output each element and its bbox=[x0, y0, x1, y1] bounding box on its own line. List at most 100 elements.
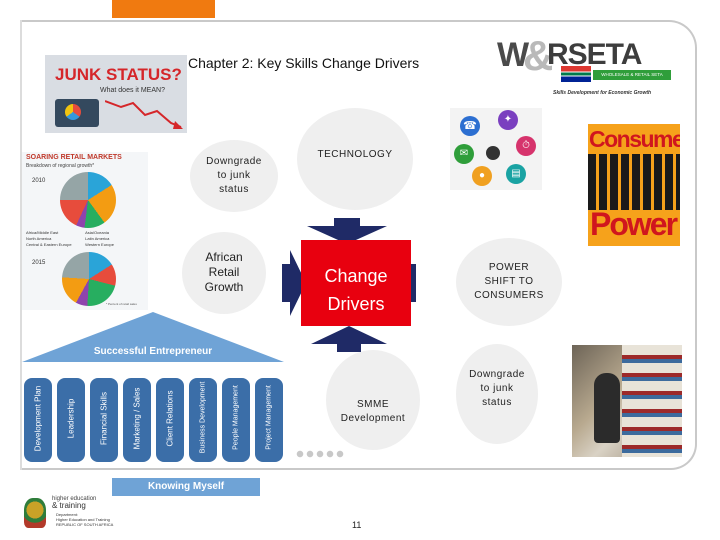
bubble-downgrade-right: Downgrade to junk status bbox=[456, 344, 538, 444]
warseta-logo-amp: & bbox=[523, 32, 554, 79]
retail-markets-image: SOARING RETAIL MARKETS Breakdown of regi… bbox=[22, 152, 148, 310]
retail-pie-bottom bbox=[62, 252, 116, 306]
phone-icon: ☎ bbox=[460, 116, 480, 136]
bubble-power-shift: POWER SHIFT TO CONSUMERS bbox=[456, 238, 562, 326]
bubble-smme: SMME Development bbox=[326, 350, 420, 450]
pillar bbox=[57, 378, 85, 462]
warseta-logo: W & RSETA WHOLESALE & RETAIL SETA Skills… bbox=[495, 32, 675, 100]
down-trend-icon bbox=[105, 100, 183, 129]
bubble-downgrade-top: Downgrade to junk status bbox=[190, 140, 278, 212]
decorative-dots bbox=[296, 450, 344, 458]
social-media-image: ☎ ✦ ⏱ ✉ ● ▤ bbox=[450, 108, 542, 190]
retail-year-bottom: 2015 bbox=[32, 260, 46, 266]
bubble-text-line: SMME bbox=[356, 399, 389, 410]
junk-status-title: JUNK STATUS? bbox=[55, 65, 182, 84]
change-drivers-label: Change Drivers bbox=[301, 262, 411, 318]
pillar bbox=[189, 378, 217, 462]
pillar-label: Marketing / Sales bbox=[132, 387, 142, 450]
retail-chart-subtitle: Breakdown of regional growth* bbox=[26, 163, 95, 169]
bubble-text-line: Downgrade bbox=[206, 156, 262, 167]
bubble-text-line: status bbox=[482, 397, 512, 408]
change-drivers-line1: Change bbox=[324, 266, 388, 286]
pie-mini-icon bbox=[65, 104, 81, 120]
pillar-label: Financial Skills bbox=[99, 392, 109, 445]
sa-flag-icon bbox=[561, 66, 591, 82]
bubble-text-line: SHIFT TO bbox=[484, 276, 534, 287]
warseta-logo-rest: RSETA bbox=[547, 38, 642, 71]
pillar bbox=[90, 378, 118, 462]
junk-status-image: JUNK STATUS? What does it MEAN? bbox=[45, 55, 187, 133]
legend-item: Western Europe bbox=[85, 242, 114, 247]
bubble-text-line: TECHNOLOGY bbox=[317, 149, 393, 160]
bubble-text-line: Development bbox=[340, 413, 406, 424]
change-drivers-line2: Drivers bbox=[327, 294, 385, 314]
legend-item: Latin America bbox=[85, 236, 110, 241]
warseta-tagline: Skills Development for Economic Growth bbox=[553, 90, 652, 96]
pillar-label: Project Management bbox=[265, 385, 273, 450]
entrepreneur-base: Knowing Myself bbox=[112, 478, 260, 496]
arrow-right-icon bbox=[282, 250, 306, 316]
shopper-figure bbox=[594, 373, 620, 443]
bubble-text-line: Retail bbox=[208, 265, 240, 279]
arrow-up-icon bbox=[311, 326, 387, 352]
slide-frame-left-edge bbox=[20, 20, 22, 470]
pillar-label: Leadership bbox=[66, 398, 76, 439]
change-drivers-box bbox=[301, 240, 411, 326]
legend-item: North America bbox=[26, 236, 52, 241]
pillars-row: Development Plan Leadership Financial Sk… bbox=[24, 378, 283, 462]
legend-item: Asia/Oceania bbox=[85, 230, 109, 235]
warseta-logo-w: W bbox=[497, 36, 530, 74]
bubble-technology: TECHNOLOGY bbox=[297, 108, 413, 210]
pillar bbox=[255, 378, 283, 462]
bubble-text-line: African bbox=[205, 250, 243, 264]
retail-shop-photo bbox=[572, 345, 682, 457]
power-word: Power bbox=[590, 206, 678, 242]
department-line4: Higher Education and Training bbox=[56, 517, 110, 522]
network-hub-icon bbox=[486, 146, 500, 160]
retail-year-top: 2010 bbox=[32, 178, 46, 184]
warseta-band: WHOLESALE & RETAIL SETA bbox=[593, 70, 671, 80]
retail-pie-top bbox=[60, 172, 116, 228]
bird-icon: ✦ bbox=[498, 110, 518, 130]
bubble-text-line: POWER bbox=[488, 262, 530, 273]
pillar-label: Client Relations bbox=[165, 390, 175, 447]
bubble-text-line: to junk bbox=[217, 170, 251, 181]
mail-icon: ✉ bbox=[454, 144, 474, 164]
pillar bbox=[222, 378, 250, 462]
crowd-silhouettes bbox=[588, 154, 680, 210]
pillar-label: Development Plan bbox=[33, 385, 43, 452]
orange-header-tab bbox=[112, 0, 215, 18]
entrepreneur-roof-label: Successful Entrepreneur bbox=[93, 346, 213, 357]
entrepreneur-diagram: Successful Entrepreneur Development Plan… bbox=[22, 312, 284, 498]
department-line3: Department: bbox=[56, 512, 79, 517]
coat-of-arms-icon bbox=[24, 498, 46, 528]
shop-shelves bbox=[622, 345, 682, 457]
bubble-text-line: Downgrade bbox=[469, 369, 525, 380]
slide-frame bbox=[20, 20, 697, 470]
message-icon: ▤ bbox=[506, 164, 526, 184]
bubble-text-line: Growth bbox=[204, 280, 244, 294]
arrow-down-icon bbox=[307, 218, 387, 244]
pillar bbox=[123, 378, 151, 462]
page-number: 11 bbox=[352, 520, 362, 530]
department-logo: higher education & training Department: … bbox=[24, 496, 154, 536]
bubble-text-line: to junk bbox=[480, 383, 514, 394]
legend-item: Central & Eastern Europe bbox=[26, 242, 72, 247]
retail-chart-title: SOARING RETAIL MARKETS bbox=[26, 154, 122, 161]
consumer-word: Consumer bbox=[589, 126, 680, 152]
department-line2: & training bbox=[52, 501, 86, 510]
alarm-icon: ⏱ bbox=[516, 136, 536, 156]
pillar-label: People Management bbox=[232, 385, 240, 450]
pillar-label: Business Development bbox=[199, 381, 207, 454]
bubble-text-line: CONSUMERS bbox=[474, 290, 544, 301]
entrepreneur-roof bbox=[22, 312, 284, 362]
retail-legend: Africa/Middle East Asia/Oceania North Am… bbox=[26, 230, 146, 248]
junk-status-subtitle: What does it MEAN? bbox=[100, 87, 165, 94]
pillar bbox=[24, 378, 52, 462]
retail-footnote: * Percent of retail sales bbox=[106, 302, 137, 306]
slide-title: Chapter 2: Key Skills Change Drivers bbox=[188, 55, 420, 71]
bubble-text-line: status bbox=[219, 184, 249, 195]
chat-icon: ● bbox=[472, 166, 492, 186]
department-line1: higher education bbox=[52, 496, 97, 502]
bubble-african-retail: African Retail Growth bbox=[182, 232, 266, 314]
